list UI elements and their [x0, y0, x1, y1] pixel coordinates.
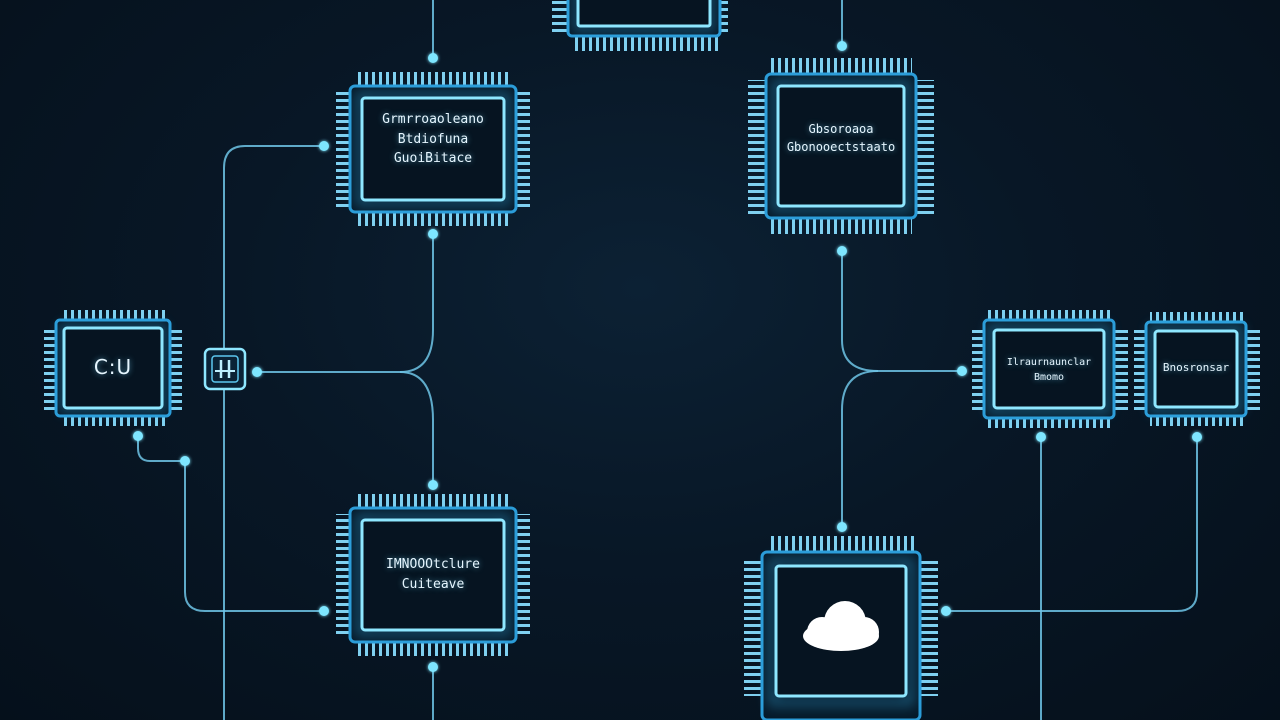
- chip-top-right: [748, 58, 934, 234]
- chip-top-left: [336, 72, 530, 226]
- cloud-icon: [803, 601, 879, 651]
- wire-top-left-down: [257, 234, 434, 373]
- dot: [428, 53, 438, 63]
- wire-split-down: [399, 371, 434, 485]
- chip-cpu: [44, 310, 182, 426]
- dot: [319, 141, 329, 151]
- chip-cloud: [744, 536, 938, 720]
- dot: [1192, 432, 1202, 442]
- dot: [837, 522, 847, 532]
- dot: [252, 367, 262, 377]
- chip-bottom-left: [336, 494, 530, 656]
- dot: [428, 480, 438, 490]
- chip-bottom-left-label: IMNOOOtclure Cuiteave: [386, 557, 480, 592]
- chip-mid-right-2-label: Bnosronsar: [1162, 361, 1230, 374]
- dot: [428, 662, 438, 672]
- wire-cpu-down: [137, 436, 324, 612]
- dot: [837, 246, 847, 256]
- dot: [428, 229, 438, 239]
- chip-mid-right-1: [972, 310, 1128, 428]
- dot: [837, 41, 847, 51]
- wire-left-loop: [223, 145, 324, 720]
- connection-dots: [133, 41, 1202, 672]
- wire-top-right-down: [841, 251, 962, 372]
- wire-right-chip2-down: [946, 437, 1198, 612]
- chip-cpu-label: C:U: [93, 355, 133, 379]
- chip-top-left-label: Grmrroaoleano Btdiofuna GuoiBitace: [382, 112, 484, 166]
- chip-mid-right-2: [1134, 312, 1260, 426]
- dot: [133, 431, 143, 441]
- dot: [941, 606, 951, 616]
- dot: [957, 366, 967, 376]
- wire-split-cloud: [841, 370, 879, 527]
- dot: [1036, 432, 1046, 442]
- dot: [180, 456, 190, 466]
- plug-connector-icon: [203, 347, 247, 391]
- chip-top-right-label: Gbsoroaoa Gbonooectstaato: [786, 122, 896, 154]
- dot: [319, 606, 329, 616]
- chip-mid-right-1-label: Ilraurnaunclar Bmomo: [1006, 357, 1092, 383]
- chip-top-center: [552, 0, 728, 51]
